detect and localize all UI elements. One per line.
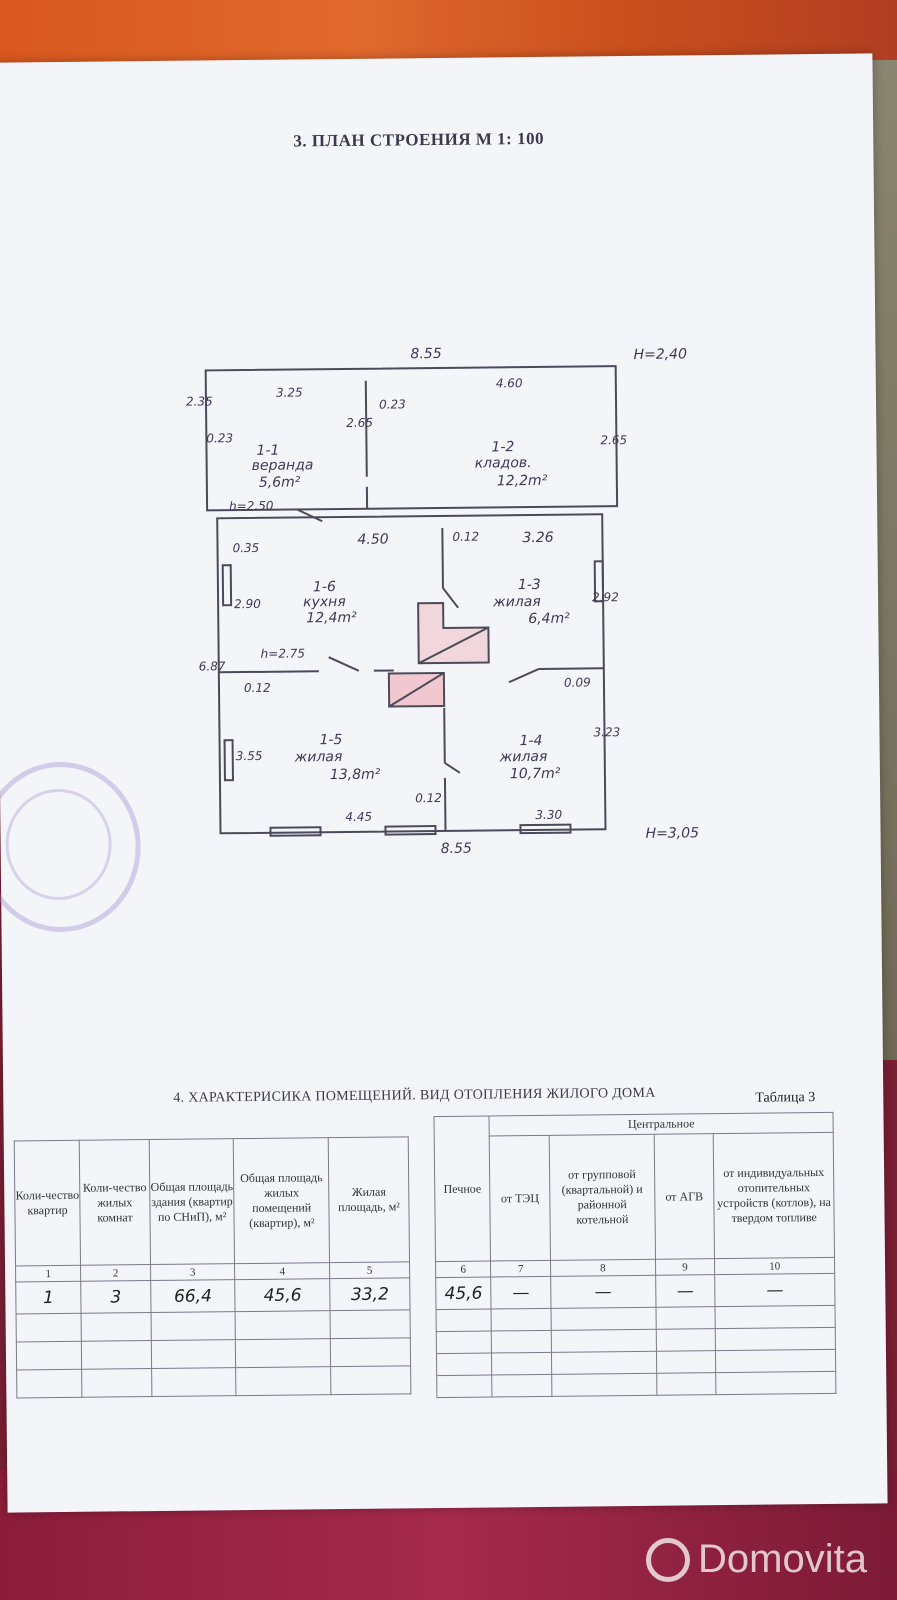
room-1-5-area: 13,8m² [330, 767, 381, 784]
watermark-text: Domovita [698, 1537, 867, 1581]
t1-cell: 33,2 [329, 1277, 411, 1311]
t2-colnum: 9 [655, 1258, 715, 1276]
room-1-2-area: 12,2m² [497, 473, 548, 490]
dim-325: 3.25 [276, 385, 303, 399]
dim-265a: 2.65 [346, 416, 373, 430]
t1-cell: 45,6 [235, 1278, 331, 1312]
room-1-5-id: 1-5 [319, 732, 342, 748]
dim-330: 3.30 [535, 808, 562, 822]
t2-header-9: от АГВ [653, 1133, 715, 1260]
dim-012c: 0.12 [415, 791, 442, 805]
room-1-4-area: 10,7m² [510, 766, 561, 783]
room-1-3-id: 1-3 [518, 577, 541, 593]
t2-cell: 45,6 [435, 1276, 492, 1310]
plan-wall-main [216, 513, 607, 835]
t2-colnum: 7 [490, 1260, 551, 1277]
height-top: H=2,40 [633, 346, 687, 363]
room-1-1-id: 1-1 [256, 443, 279, 459]
height-bottom: H=3,05 [645, 825, 699, 842]
room-1-2-name: кладов. [475, 455, 532, 472]
room-1-5-name: жилая [294, 749, 343, 766]
dim-012b: 0.12 [244, 681, 271, 695]
t2-header-10: от индивидуальных отопительных устройств… [713, 1132, 835, 1259]
document-page: 3. ПЛАН СТРОЕНИЯ М 1: 100 [0, 53, 888, 1513]
floor-plan: 8.55 H=2,40 3.25 4.60 0.23 2.65 2.65 2.3… [186, 346, 699, 857]
t1-header-5: Жилая площадь, м² [328, 1136, 410, 1263]
dim-012a: 0.12 [452, 530, 479, 544]
t2-cell: — [714, 1273, 835, 1307]
t1-header-4: Общая площадь жилых помещений (квартир),… [233, 1137, 330, 1264]
t2-colnum: 8 [550, 1259, 656, 1277]
t2-cell: — [655, 1274, 716, 1308]
room-1-4-id: 1-4 [519, 733, 542, 749]
dim-687: 6.87 [199, 659, 226, 673]
dim-h275: h=2.75 [261, 646, 306, 660]
dim-009: 0.09 [564, 675, 591, 689]
t1-colnum: 3 [150, 1263, 236, 1281]
t2-colnum: 10 [714, 1257, 835, 1275]
room-1-2-id: 1-2 [491, 439, 514, 455]
room-1-1-name: веранда [252, 457, 314, 474]
watermark: Domovita [646, 1537, 867, 1582]
characteristics-table: Коли-чество квартир Коли-чество жилых ко… [14, 1136, 412, 1398]
dim-235: 2.35 [186, 394, 213, 408]
t1-header-1: Коли-чество квартир [14, 1140, 81, 1266]
room-1-3-area: 6,4m² [528, 611, 570, 627]
room-1-6-name: кухня [303, 594, 346, 610]
t1-cell: 3 [80, 1280, 151, 1314]
t2-colnum: 6 [435, 1260, 492, 1278]
room-1-6-id: 1-6 [313, 579, 336, 595]
t1-header-3: Общая площадь здания (квартир по СНиП), … [149, 1138, 235, 1265]
dim-326: 3.26 [522, 530, 553, 546]
dim-323: 3.23 [593, 725, 620, 739]
t2-cell: — [550, 1275, 656, 1309]
t2-header-7: от ТЭЦ [489, 1135, 551, 1261]
section4-title: 4. ХАРАКТЕРИСИКА ПОМЕЩЕНИЙ. ВИД ОТОПЛЕНИ… [173, 1085, 656, 1106]
dim-023a: 0.23 [206, 431, 233, 445]
dim-450: 4.50 [357, 532, 388, 548]
t1-colnum: 1 [15, 1265, 81, 1282]
plan-wall-top [204, 365, 619, 512]
room-1-3-name: жилая [492, 594, 541, 611]
t1-cell: 66,4 [150, 1279, 236, 1313]
t2-header-6: Печное [433, 1116, 491, 1262]
table-label: Таблица 3 [755, 1090, 816, 1106]
t1-colnum: 4 [234, 1262, 330, 1280]
room-1-4-name: жилая [499, 749, 548, 766]
t1-colnum: 5 [329, 1261, 410, 1279]
dim-265b: 2.65 [600, 433, 627, 447]
domovita-logo-icon [646, 1537, 691, 1582]
dim-445: 4.45 [345, 810, 372, 824]
dim-290: 2.90 [234, 597, 261, 611]
t2-cell: — [491, 1276, 551, 1309]
dim-outer-top: 8.55 [410, 346, 441, 362]
room-1-6-area: 12,4m² [306, 610, 357, 627]
dim-292: 2.92 [592, 590, 619, 604]
dim-outer-bottom: 8.55 [441, 841, 472, 857]
t1-cell: 1 [15, 1281, 82, 1314]
dim-355: 3.55 [236, 749, 263, 763]
dim-023b: 0.23 [379, 397, 406, 411]
t1-colnum: 2 [80, 1264, 151, 1282]
dim-h250: h=2.50 [229, 499, 274, 513]
t1-header-2: Коли-чество жилых комнат [79, 1139, 151, 1266]
room-1-1-area: 5,6m² [259, 474, 301, 490]
heating-table: Печное Центральное от ТЭЦ от групповой (… [433, 1112, 836, 1398]
t2-header-8: от групповой (квартальной) и районной ко… [549, 1134, 656, 1261]
dim-460: 4.60 [496, 376, 523, 390]
dim-035: 0.35 [232, 541, 259, 555]
